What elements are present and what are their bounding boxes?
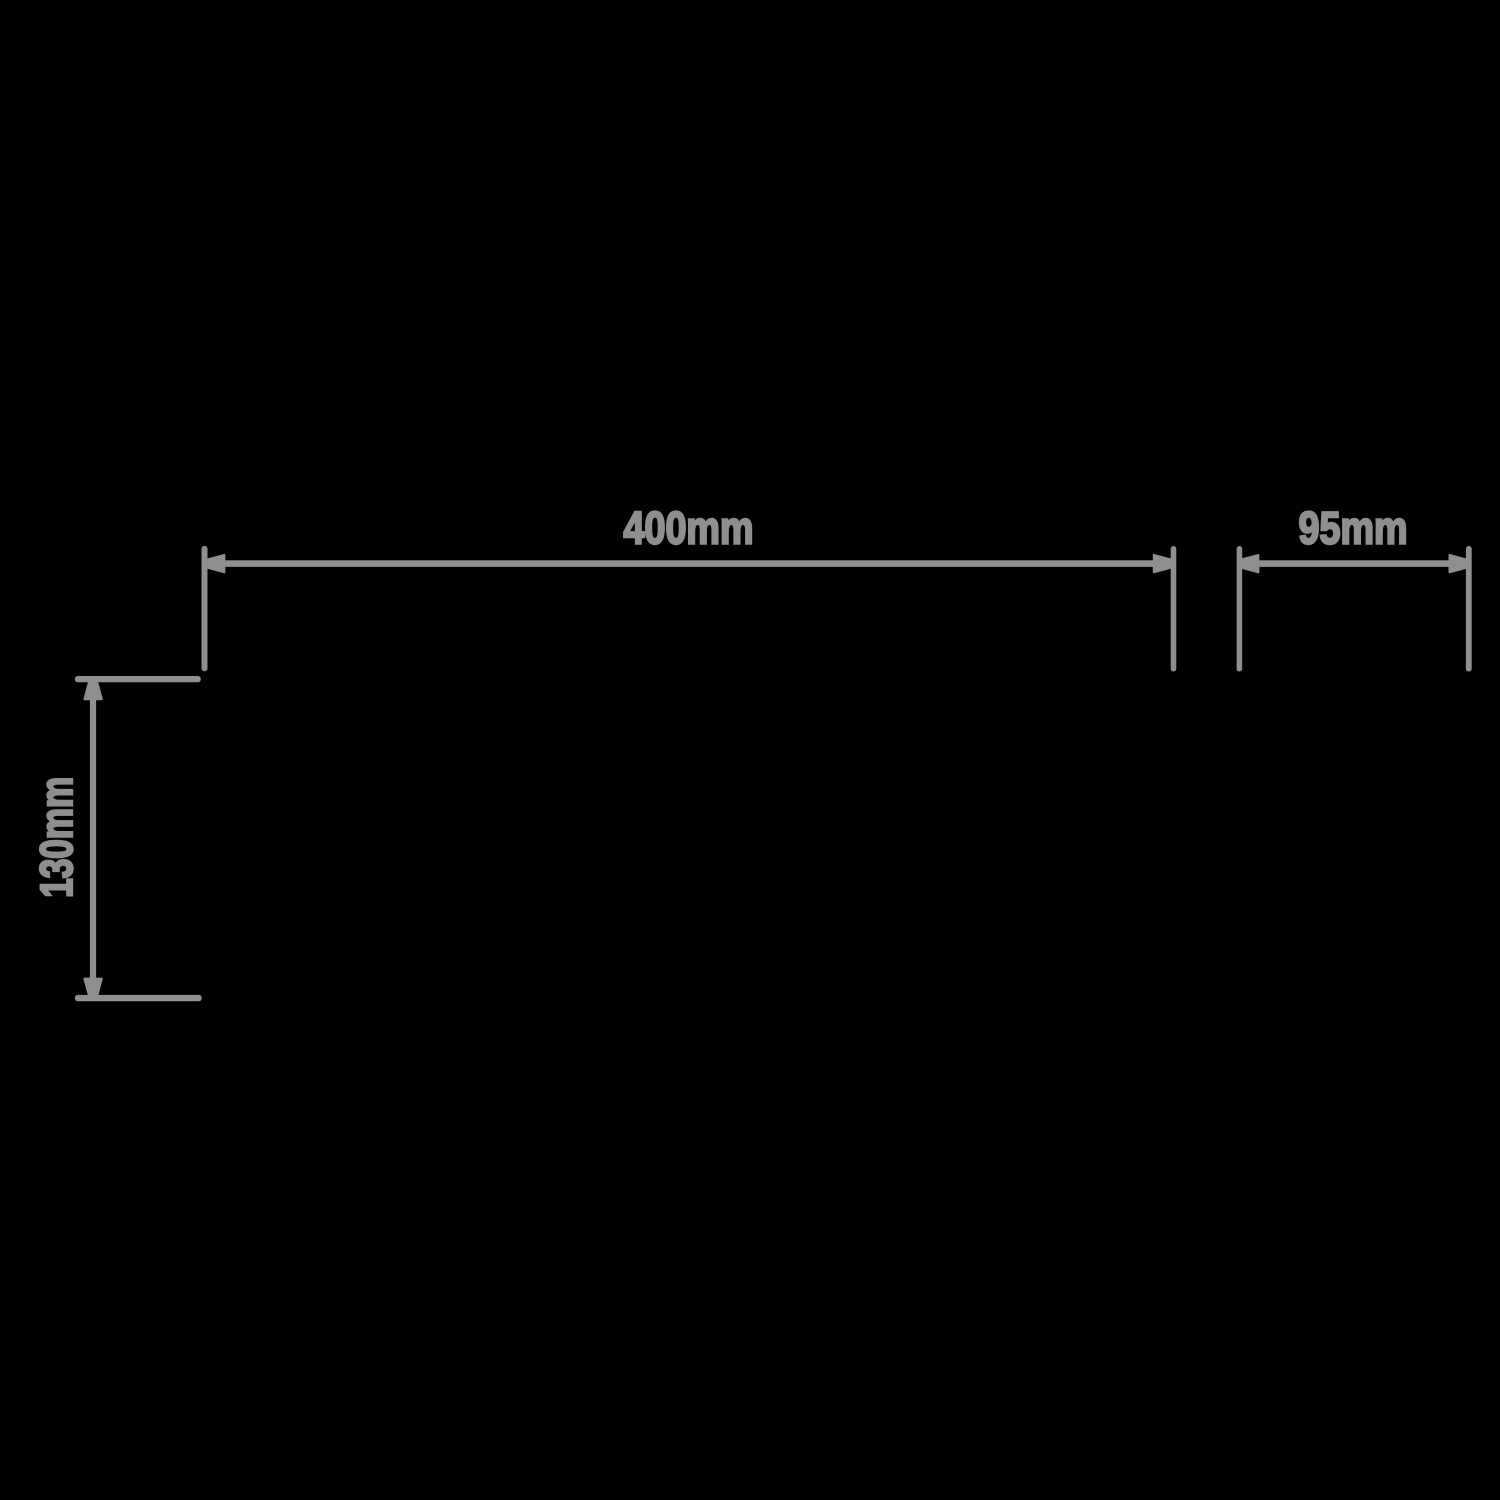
svg-text:95mm: 95mm [1299, 503, 1408, 554]
svg-text:400mm: 400mm [624, 503, 754, 554]
svg-text:130mm: 130mm [31, 777, 82, 898]
